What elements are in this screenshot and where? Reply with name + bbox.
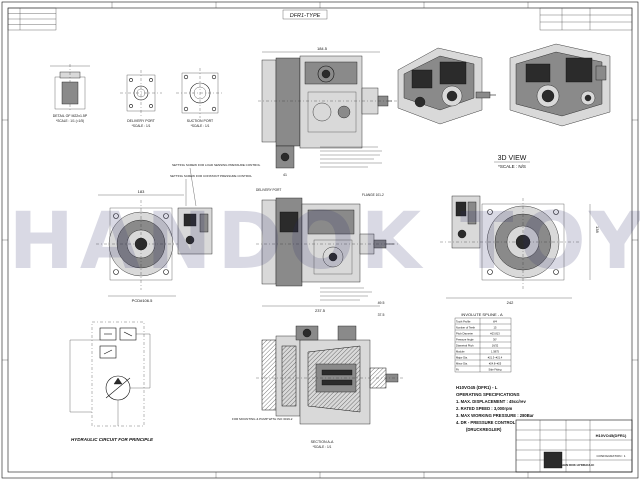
spline-row-label: Module xyxy=(456,350,465,354)
detail-delivery-port: DELIVERY PORT *SCALE : 1/1 xyxy=(120,70,162,128)
dim-right-height: 138 xyxy=(595,226,600,233)
spec-heading: OPERATING SPECIFICATIONS xyxy=(456,392,520,397)
spec-item: 4. DR - PRESSURE CONTROL xyxy=(456,420,516,425)
top-view-notes xyxy=(320,146,382,168)
pump-top-view: 184.5 41 xyxy=(258,46,398,177)
dim-small-3: 49.5 xyxy=(378,301,385,305)
dim-right-width: 242 xyxy=(507,300,514,305)
screw-note-2: SETTING SCREW FOR CONSTANT PRESSURE CONT… xyxy=(170,174,252,178)
spline-row-label: Fit xyxy=(456,368,459,372)
dim-front-bottom: PCD#106.5 xyxy=(132,298,153,303)
title-block: HAN DOK HYDRAULIC H10VO45(DFR1) CONFIGUR… xyxy=(515,419,633,473)
hydraulic-circuit-label: HYDRAULIC CIRCUIT FOR PRINCIPLE xyxy=(71,437,154,442)
section-a-a: FOR MOUNTING & PUMP WITH ISO 3019-2 SECT… xyxy=(232,325,404,449)
title-block-drawing: H10VO45(DFR1) xyxy=(596,433,627,438)
spec-item: 1. MAX. DISPLACEMENT : 45cc/rev xyxy=(456,399,526,404)
revision-table-top-left xyxy=(7,7,57,31)
detail-spline-view: DETAIL OF M22x1.5P *SCALE : 1/1 (=1/5) xyxy=(50,64,90,123)
watermark: HANDOK TOY xyxy=(9,197,640,287)
pump-3d-right xyxy=(509,43,611,127)
spline-row-value: Side Fitting xyxy=(489,368,503,372)
section-label: SECTION A-A xyxy=(311,440,334,444)
spline-row-label: Tooth Profile xyxy=(456,320,471,324)
revision-table-top-right xyxy=(539,7,633,31)
spline-table-title: INVOLUTE SPLINE - A xyxy=(461,312,503,317)
spec-item: 2. RATED SPEED : 3,000rpm xyxy=(456,406,513,411)
spec-item: 3. MAX WORKING PRESSURE : 280Bar xyxy=(456,413,534,418)
detail-spline-label: DETAIL OF M22x1.5P xyxy=(53,114,88,118)
section-scale: *SCALE : 1/1 xyxy=(313,445,332,449)
spline-rows: Tooth Profile W4 Number of Teeth 15 Pitc… xyxy=(455,320,511,372)
view-3d-title: 3D VIEW xyxy=(498,155,527,162)
view-3d-scale: *SCALE : N/S xyxy=(498,164,526,169)
spline-row-value: 30° xyxy=(493,338,497,342)
pump-side-view: DELIVERY PORT 237.5 FLANGE 101-2 37.5 49… xyxy=(256,188,398,317)
pump-3d-left xyxy=(397,47,496,125)
detail-suction-label: SUCTION PORT xyxy=(187,119,214,123)
dim-small-2: 37.5 xyxy=(378,313,385,317)
spline-row-label: Minor Dia. xyxy=(456,362,468,366)
type-label-box xyxy=(282,9,328,20)
type-label: DFR1-TYPE xyxy=(290,13,321,19)
screw-note-1: SETTING SCREW FOR LOAD SENSING PRESSURE … xyxy=(172,163,261,167)
spline-row-value: 1.5875 xyxy=(491,350,499,354)
hydraulic-circuit: HYDRAULIC CIRCUIT FOR PRINCIPLE xyxy=(69,321,154,442)
detail-spline-scale: *SCALE : 1/1 (=1/5) xyxy=(56,119,84,123)
pump-right-view: 138 242 xyxy=(440,195,600,305)
title-block-sub: CONFIGURATION : 1 xyxy=(596,454,625,458)
spline-row-value: W4 xyxy=(493,320,497,324)
spline-row-value: #21.3~#21.4 xyxy=(488,356,503,360)
detail-suction-port: SUCTION PORT *SCALE : 1/1 xyxy=(176,68,224,128)
spline-row-label: Pressure Angle xyxy=(456,338,474,342)
spline-row-value: 16/32 xyxy=(492,344,499,348)
spline-row-label: Major Dia. xyxy=(456,356,468,360)
dim-top-width: 184.5 xyxy=(317,46,328,51)
flange-label: FLANGE 101-2 xyxy=(362,193,384,197)
spline-row-value: #24.8~#25 xyxy=(489,362,502,366)
spline-row-label: Diametral Pitch xyxy=(456,344,474,348)
operating-specs: H10VO45 (DFR1) - L OPERATING SPECIFICATI… xyxy=(456,385,534,432)
detail-suction-scale: *SCALE : 1/1 xyxy=(191,124,210,128)
spec-item: (DRUCKREGLER) xyxy=(466,427,502,432)
spec-model: H10VO45 (DFR1) - L xyxy=(456,385,498,390)
spline-row-value: 15 xyxy=(494,326,497,330)
pump-front-view: 183 PCD#106.5 SETTING SCREW FOR LOAD SEN… xyxy=(96,163,261,303)
dim-front-width: 183 xyxy=(138,189,145,194)
mounting-label: FOR MOUNTING & PUMP WITH ISO 3019-2 xyxy=(232,417,293,421)
dim-small-1: 41 xyxy=(283,173,287,177)
spline-row-value: #23.813 xyxy=(490,332,500,336)
spline-table: INVOLUTE SPLINE - A Tooth Profile W4 Num… xyxy=(454,312,512,373)
spline-row-label: Pitch Diameter xyxy=(456,332,473,336)
delivery-port-callout: DELIVERY PORT xyxy=(256,188,281,192)
detail-delivery-label: DELIVERY PORT xyxy=(127,119,156,123)
detail-delivery-scale: *SCALE : 1/1 xyxy=(132,124,151,128)
spline-row-label: Number of Teeth xyxy=(456,326,476,330)
title-block-company: HAN DOK HYDRAULIC xyxy=(562,463,595,467)
dim-side-width: 237.5 xyxy=(315,308,326,313)
